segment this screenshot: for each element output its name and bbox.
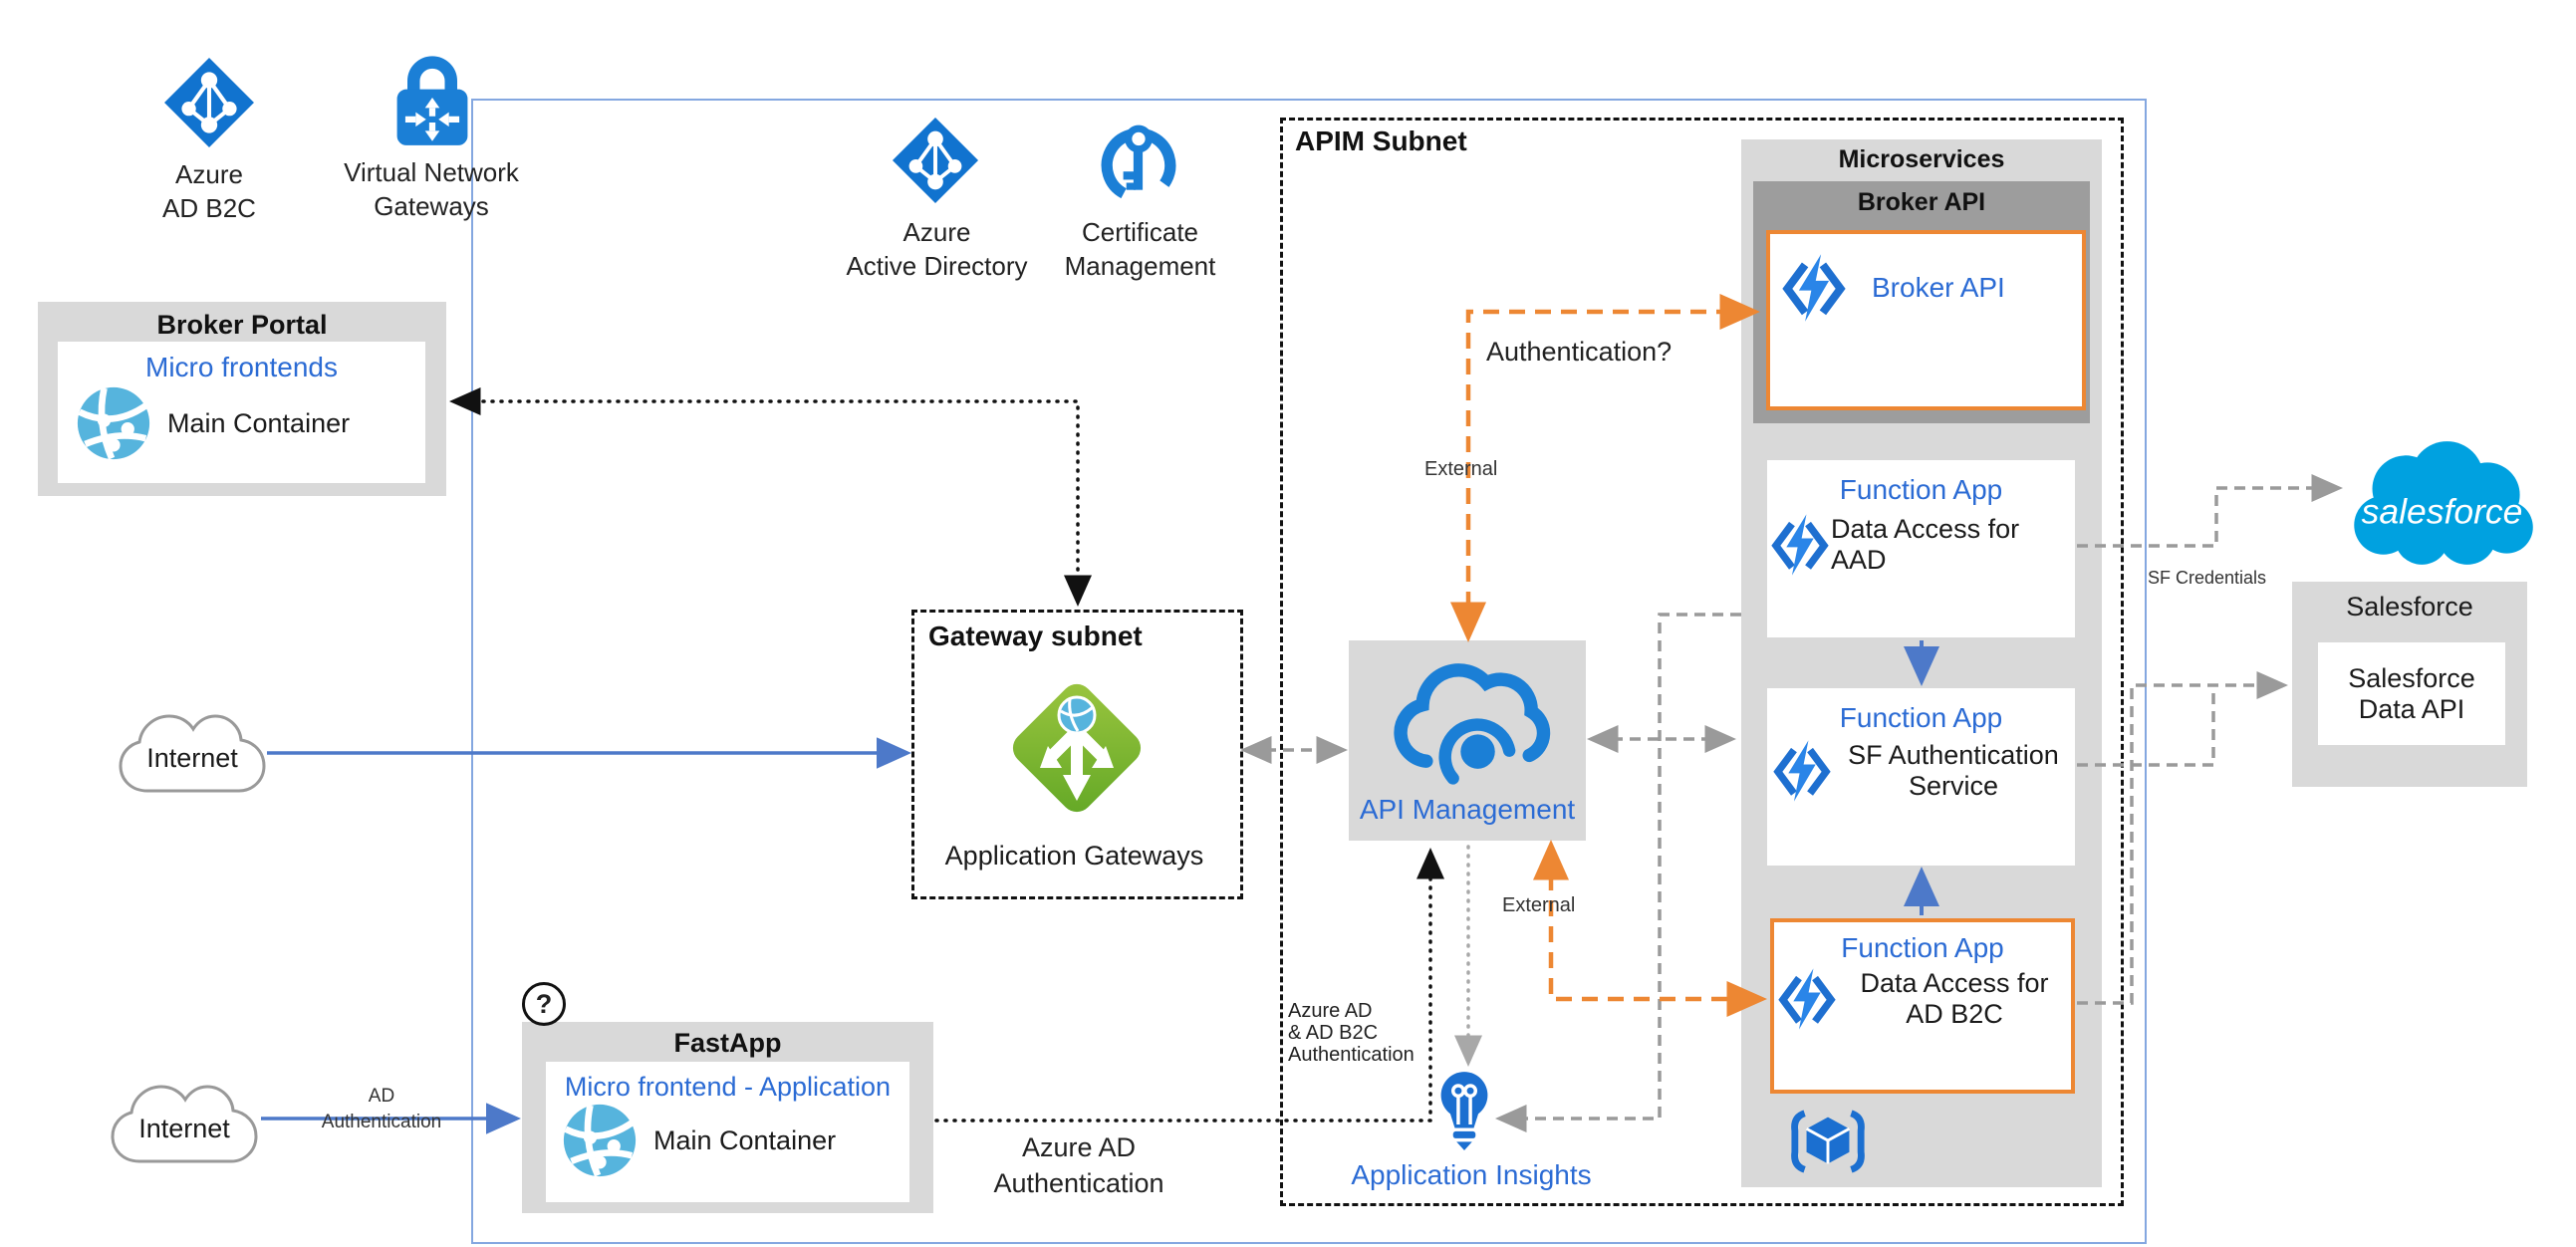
function-app-aad-title: Function App — [1839, 474, 2003, 505]
certificate-management-icon — [1098, 118, 1179, 207]
function-icon — [1778, 964, 1836, 1034]
azure-ad-authentication-label: Azure AD Authentication — [993, 1132, 1164, 1198]
internet-cloud-bottom: Internet — [110, 1076, 259, 1169]
function-icon — [1782, 250, 1846, 326]
azure-ad-b2c-label: Azure AD B2C — [162, 159, 256, 223]
main-container-label: Main Container — [653, 1124, 837, 1155]
micro-frontends-box: Micro frontends Main Container — [58, 342, 425, 483]
micro-frontends-title: Micro frontends — [145, 352, 338, 382]
application-insights-icon — [1438, 1070, 1490, 1153]
certificate-management-label: Certificate Management — [1064, 217, 1216, 281]
internet-top-label: Internet — [146, 743, 238, 773]
salesforce-wordmark: salesforce — [2362, 491, 2523, 531]
api-management-label: API Management — [1359, 794, 1576, 825]
salesforce-data-api-label: Salesforce Data API — [2348, 662, 2475, 724]
application-insights-label: Application Insights — [1351, 1159, 1592, 1190]
function-app-aad-node: Function App Data Access for AAD — [1767, 460, 2075, 637]
broker-api-node-label: Broker API — [1872, 272, 2005, 303]
salesforce-cloud-logo: salesforce — [2343, 434, 2540, 576]
main-container-label: Main Container — [167, 407, 351, 438]
function-app-adb2c-name: Data Access for AD B2C — [1860, 968, 2049, 1029]
function-app-adb2c-node: Function App Data Access for AD B2C — [1770, 918, 2075, 1094]
virtual-network-gateways-icon — [388, 48, 476, 147]
api-management-icon — [1383, 654, 1552, 788]
application-gateways-label: Application Gateways — [944, 841, 1204, 871]
azure-ad-b2c-icon — [162, 56, 256, 149]
internet-bottom-label: Internet — [138, 1114, 230, 1143]
question-mark-icon: ? — [522, 982, 566, 1026]
azure-ad-b2c-authentication-label: Azure AD & AD B2C Authentication — [1288, 1000, 1415, 1066]
broker-portal-title: Broker Portal — [156, 310, 328, 340]
function-icon — [1771, 510, 1829, 580]
ad-authentication-label: AD Authentication — [321, 1086, 442, 1132]
azure-active-directory-icon — [891, 116, 980, 205]
salesforce-box-title: Salesforce — [2346, 592, 2473, 622]
external-top-label: External — [1424, 458, 1498, 480]
apim-subnet-title: APIM Subnet — [1295, 125, 1467, 156]
internet-cloud-top: Internet — [118, 705, 267, 799]
broker-api-node: Broker API — [1766, 230, 2086, 410]
function-app-sfauth-node: Function App SF Authentication Service — [1767, 688, 2075, 866]
salesforce-data-api-node: Salesforce Data API — [2318, 642, 2505, 745]
gateway-subnet-title: Gateway subnet — [928, 621, 1143, 651]
api-management-node: API Management — [1349, 640, 1586, 841]
micro-frontend-application-box: Micro frontend - Application Main Contai… — [546, 1062, 909, 1202]
azure-active-directory-label: Azure Active Directory — [846, 217, 1028, 281]
function-app-sfauth-title: Function App — [1839, 702, 2003, 733]
microservices-title: Microservices — [1838, 145, 2005, 173]
apim-subnet-box — [1280, 118, 2124, 1206]
function-app-aad-name: Data Access for AAD — [1831, 514, 2020, 575]
function-app-sfauth-name: SF Authentication Service — [1848, 740, 2059, 801]
application-gateway-icon — [1002, 673, 1152, 823]
function-icon — [1773, 736, 1831, 806]
fastapp-title: FastApp — [673, 1028, 782, 1058]
micro-frontend-application-title: Micro frontend - Application — [564, 1072, 892, 1102]
container-instances-icon — [1789, 1108, 1867, 1175]
sf-credentials-label: SF Credentials — [2148, 568, 2267, 588]
vnet-boundary — [471, 99, 2147, 1244]
virtual-network-gateways-label: Virtual Network Gateways — [344, 157, 519, 221]
globe-icon — [76, 385, 151, 461]
globe-icon — [562, 1103, 638, 1178]
external-bottom-label: External — [1502, 894, 1576, 916]
function-app-adb2c-title: Function App — [1841, 932, 2004, 963]
broker-api-header: Broker API — [1857, 188, 1986, 216]
authentication-question-label: Authentication? — [1486, 337, 1673, 367]
